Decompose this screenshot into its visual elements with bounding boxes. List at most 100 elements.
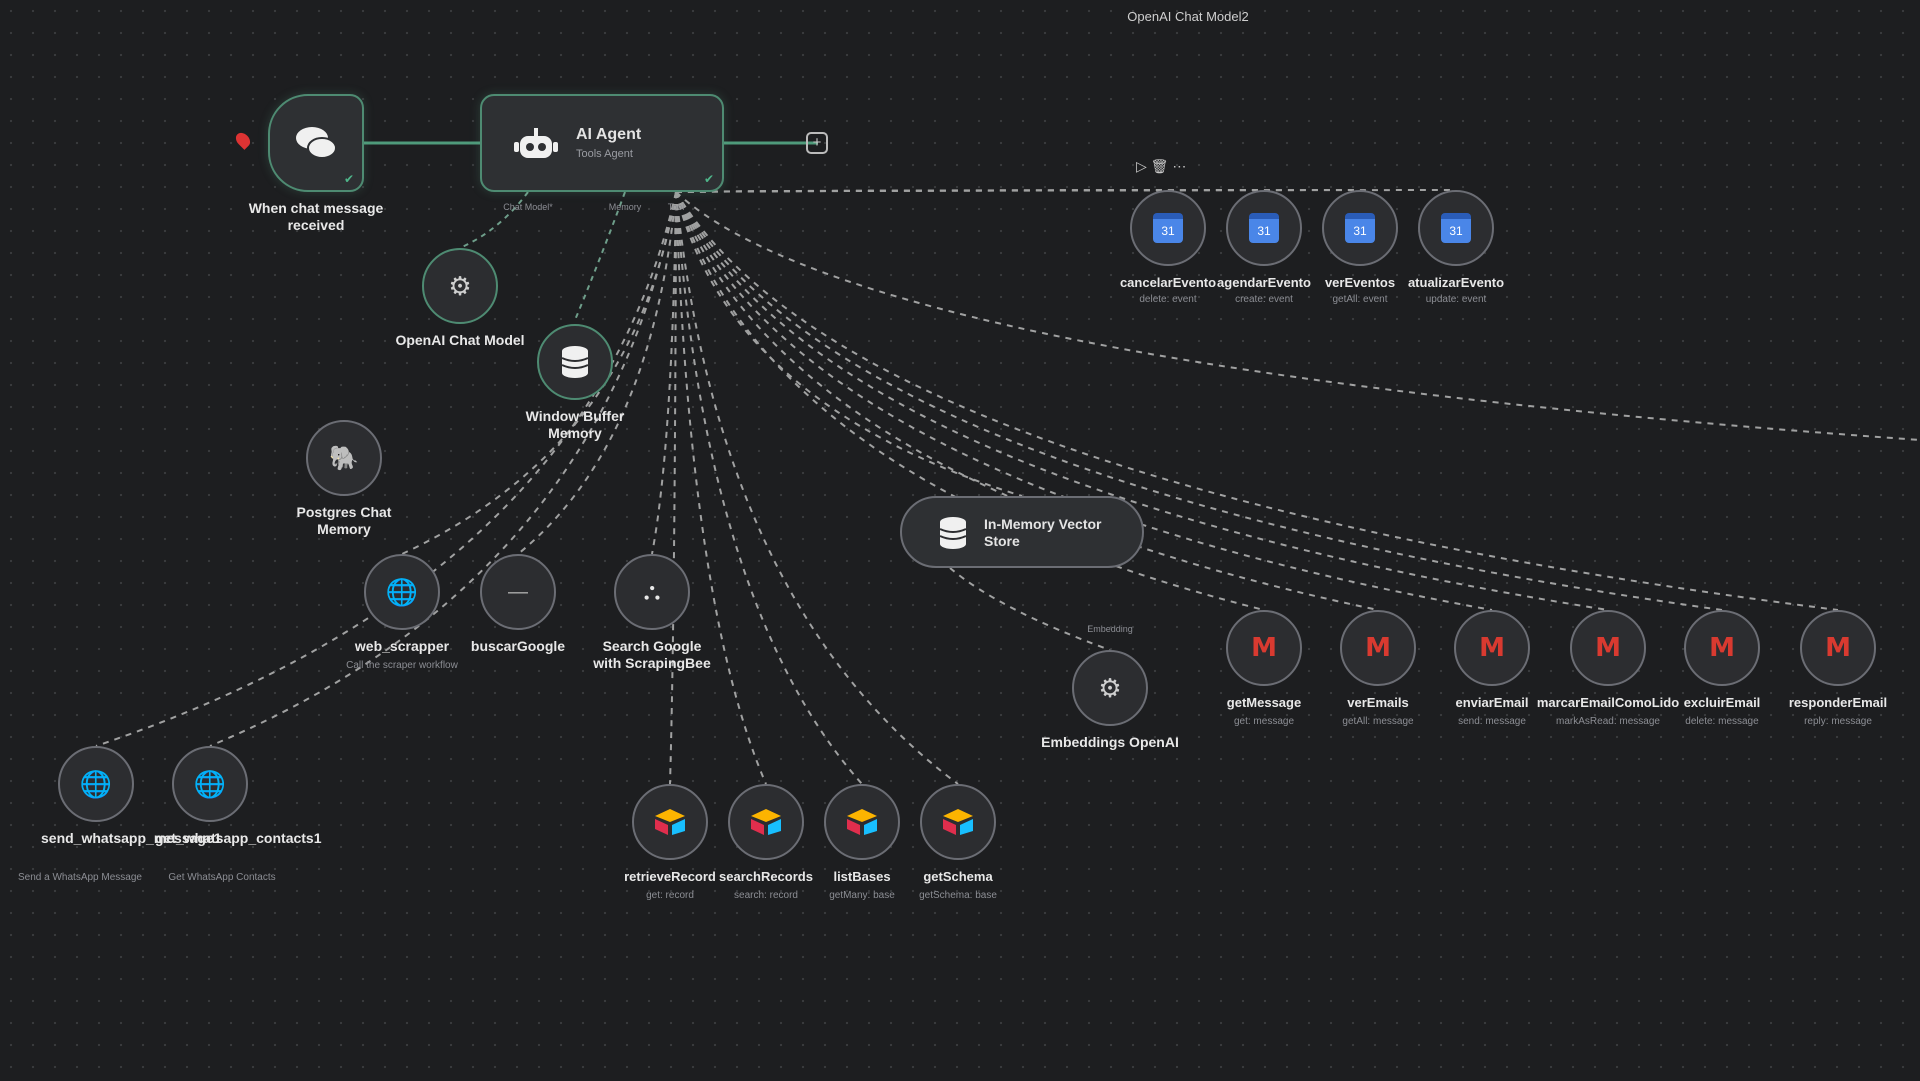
tool-label: web_scrapper <box>354 638 450 654</box>
tool-label: getMessage <box>1226 695 1302 710</box>
vector-store-node[interactable]: In-Memory Vector Store <box>900 496 1144 568</box>
tool-label: get_whatsapp_contacts1 <box>155 830 322 846</box>
tool-connection <box>675 191 1379 611</box>
add-node-button[interactable]: + <box>806 132 828 154</box>
tool-sublabel: getSchema: base <box>919 890 997 901</box>
tool-connection <box>675 191 767 785</box>
whatsapp-send-node[interactable]: 🌐 <box>58 746 134 822</box>
openai-icon: ⚙ <box>448 270 472 301</box>
web-scrapper-node[interactable]: 🌐 <box>364 554 440 630</box>
buscar-google-node[interactable]: — <box>480 554 556 630</box>
tool-sublabel: delete: message <box>1685 716 1759 727</box>
gmail-icon: M <box>1479 633 1505 663</box>
airtable-node[interactable] <box>920 784 996 860</box>
chat-trigger-node[interactable]: ✔ <box>268 94 364 192</box>
port-label-chat-model: Chat Model* <box>503 202 553 212</box>
airtable-icon <box>655 809 685 835</box>
database-icon <box>939 517 967 549</box>
dash-icon: — <box>508 580 528 603</box>
tool-connection <box>675 191 1265 611</box>
tool-sublabel: search: record <box>734 890 798 901</box>
window-memory-label: Window Buffer Memory <box>525 408 625 441</box>
node-toolbar[interactable]: ▷ 🗑 ⋯ <box>1136 158 1187 174</box>
gmail-node[interactable]: M <box>1684 610 1760 686</box>
tool-connection <box>675 191 1023 497</box>
gmail-icon: M <box>1365 633 1391 663</box>
tool-connection <box>675 191 1723 611</box>
globe-icon: 🌐 <box>193 768 227 799</box>
tool-label: buscarGoogle <box>470 638 566 654</box>
airtable-icon <box>847 809 877 835</box>
tool-label: searchRecords <box>719 869 813 884</box>
google-calendar-icon: 31 <box>1249 213 1279 243</box>
tool-connection <box>669 191 677 785</box>
port-label-embedding: Embedding <box>1087 624 1133 634</box>
canvas-title: OpenAI Chat Model2 <box>1127 9 1249 24</box>
gmail-node[interactable]: M <box>1226 610 1302 686</box>
tool-label: retrieveRecord <box>624 869 716 884</box>
chat-bubbles-icon <box>296 127 337 159</box>
agent-title: AI Agent <box>576 126 642 143</box>
embeddings-openai-node[interactable]: ⚙ <box>1072 650 1148 726</box>
tool-connection <box>675 191 1920 441</box>
tool-sublabel: Call the scraper workflow <box>346 660 458 671</box>
vector-store-label: In-Memory Vector Store <box>984 516 1102 549</box>
postgres-memory-label: Postgres Chat Memory <box>296 504 392 537</box>
tool-label: marcarEmailComoLido <box>1536 695 1680 710</box>
tool-label: send_whatsapp_message1 <box>41 830 222 846</box>
tool-label: listBases <box>833 869 891 884</box>
embedding-connection <box>949 567 1111 651</box>
tool-sublabel: Send a WhatsApp Message <box>18 872 142 883</box>
tool-sublabel: markAsRead: message <box>1556 716 1660 727</box>
whatsapp-contacts-node[interactable]: 🌐 <box>172 746 248 822</box>
airtable-node[interactable] <box>728 784 804 860</box>
tool-sublabel: delete: event <box>1139 294 1197 305</box>
globe-icon: 🌐 <box>79 768 113 799</box>
gmail-node[interactable]: M <box>1570 610 1646 686</box>
tool-label: atualizarEvento <box>1407 275 1505 290</box>
calendar-tool-node[interactable]: 31 <box>1322 190 1398 266</box>
tool-label: Search Google with ScrapingBee <box>593 638 711 671</box>
tool-connection <box>675 191 863 785</box>
port-label-tool: Tool <box>667 202 685 212</box>
postgres-chat-memory-node[interactable]: 🐘 <box>306 420 382 496</box>
gmail-node[interactable]: M <box>1800 610 1876 686</box>
tool-connection <box>675 191 1609 611</box>
database-icon <box>561 346 589 378</box>
agent-subtitle: Tools Agent <box>576 148 633 160</box>
calendar-tool-node[interactable]: 31 <box>1418 190 1494 266</box>
calendar-tool-node[interactable]: 31 <box>1226 190 1302 266</box>
airtable-node[interactable] <box>632 784 708 860</box>
tool-sublabel: getMany: base <box>829 890 895 901</box>
openai-chat-model-node[interactable]: ⚙ <box>422 248 498 324</box>
tool-label: excluirEmail <box>1683 695 1761 710</box>
tool-sublabel: reply: message <box>1804 716 1872 727</box>
tool-label: verEmails <box>1347 695 1409 710</box>
memory-connection <box>574 191 626 321</box>
airtable-node[interactable] <box>824 784 900 860</box>
tool-connection <box>675 191 1493 611</box>
scrapingbee-node[interactable]: ⛬ <box>614 554 690 630</box>
tool-connection <box>675 191 1839 611</box>
tool-sublabel: getAll: event <box>1332 294 1388 305</box>
gmail-icon: M <box>1709 633 1735 663</box>
ai-agent-node[interactable]: AI Agent Tools Agent ✔ <box>480 94 724 192</box>
calendar-tool-node[interactable]: 31 <box>1130 190 1206 266</box>
tool-connection <box>95 191 677 747</box>
sitemap-icon: ⛬ <box>643 578 661 605</box>
success-check-icon: ✔ <box>703 172 714 186</box>
tool-sublabel: get: record <box>646 890 694 901</box>
success-check-icon: ✔ <box>343 172 354 186</box>
gmail-node[interactable]: M <box>1340 610 1416 686</box>
window-buffer-memory-node[interactable] <box>537 324 613 400</box>
robot-icon <box>514 128 558 158</box>
airtable-icon <box>943 809 973 835</box>
tool-sublabel: Get WhatsApp Contacts <box>168 872 276 883</box>
google-calendar-icon: 31 <box>1345 213 1375 243</box>
tool-connection <box>209 191 677 747</box>
gmail-node[interactable]: M <box>1454 610 1530 686</box>
tool-sublabel: update: event <box>1425 294 1487 305</box>
airtable-icon <box>751 809 781 835</box>
tool-label: verEventos <box>1324 275 1396 290</box>
tool-label: responderEmail <box>1788 695 1888 710</box>
